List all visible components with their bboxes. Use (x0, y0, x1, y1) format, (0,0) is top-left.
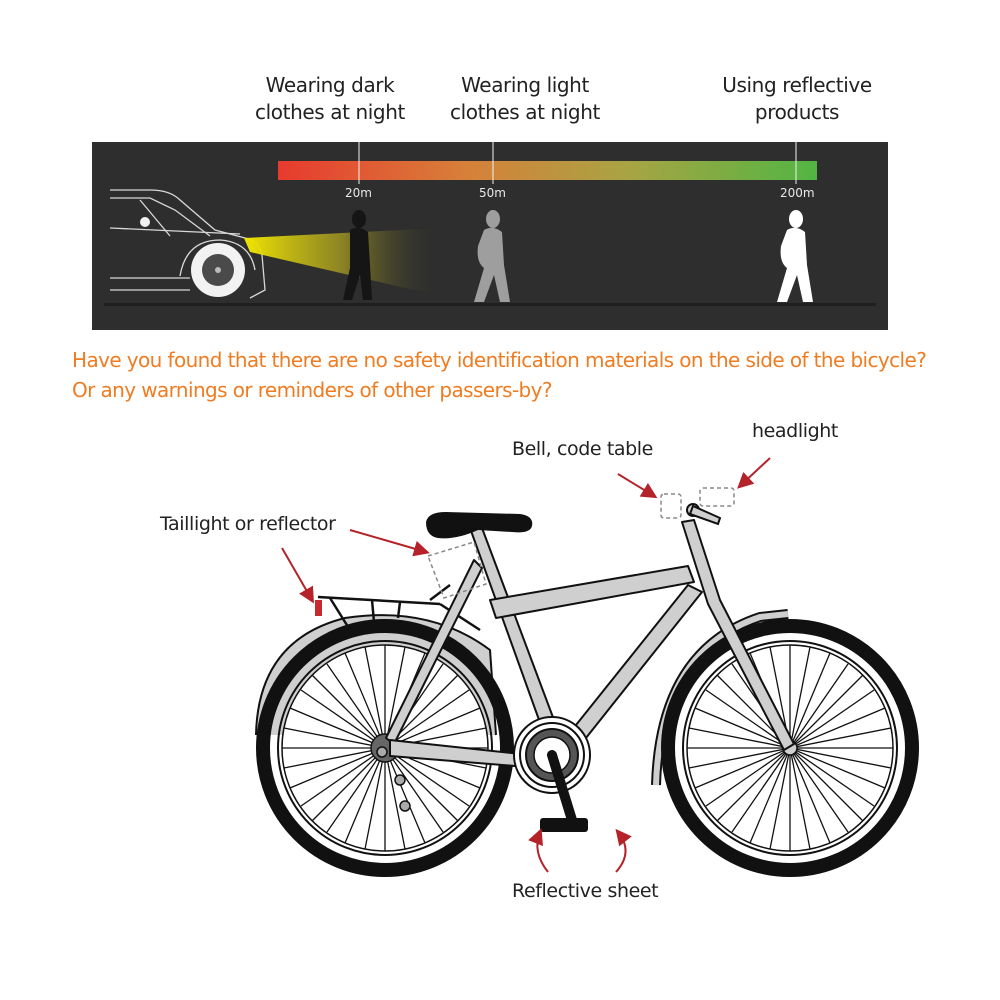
handlebar (686, 503, 722, 526)
distance-gradient-bar (278, 142, 817, 184)
car-icon (109, 189, 266, 299)
caption-line: Wearing dark (265, 73, 395, 97)
label-taillight-reflector: Taillight or reflector (160, 513, 336, 535)
question-line-1: Have you found that there are no safety … (72, 348, 927, 372)
distance-label-50m: 50m (479, 186, 506, 200)
chainring (513, 716, 591, 832)
rear-rack (317, 584, 481, 632)
caption-reflective: Using reflective products (712, 72, 882, 126)
saddle (426, 512, 533, 539)
bicycle-illustration (255, 457, 919, 877)
caption-line: Wearing light (461, 73, 589, 97)
taillight-reflector (315, 600, 322, 616)
front-wheel-icon (651, 609, 919, 877)
rear-wheel-icon (255, 614, 514, 877)
pedestrian-reflective-icon (777, 210, 813, 302)
question-line-2: Or any warnings or reminders of other pa… (72, 378, 553, 402)
caption-line: products (754, 100, 840, 124)
headlight-beam (244, 228, 440, 296)
bicycle-frame (385, 519, 795, 769)
derailleur (376, 746, 411, 812)
label-reflective-sheet: Reflective sheet (512, 880, 659, 902)
annotation-arrows (281, 457, 771, 873)
caption-light-clothes: Wearing light clothes at night (440, 72, 610, 126)
pedestrian-dark-clothes-icon (343, 210, 372, 300)
caption-line: clothes at night (255, 100, 405, 124)
label-bell-code-table: Bell, code table (512, 438, 653, 460)
caption-line: clothes at night (450, 100, 600, 124)
distance-label-20m: 20m (345, 186, 372, 200)
label-headlight: headlight (752, 420, 838, 442)
caption-line: Using reflective (722, 73, 872, 97)
distance-label-200m: 200m (780, 186, 815, 200)
pedestrian-light-clothes-icon (474, 210, 510, 302)
caption-dark-clothes: Wearing dark clothes at night (245, 72, 415, 126)
accessory-placeholders (427, 487, 735, 599)
road-line (104, 303, 876, 306)
